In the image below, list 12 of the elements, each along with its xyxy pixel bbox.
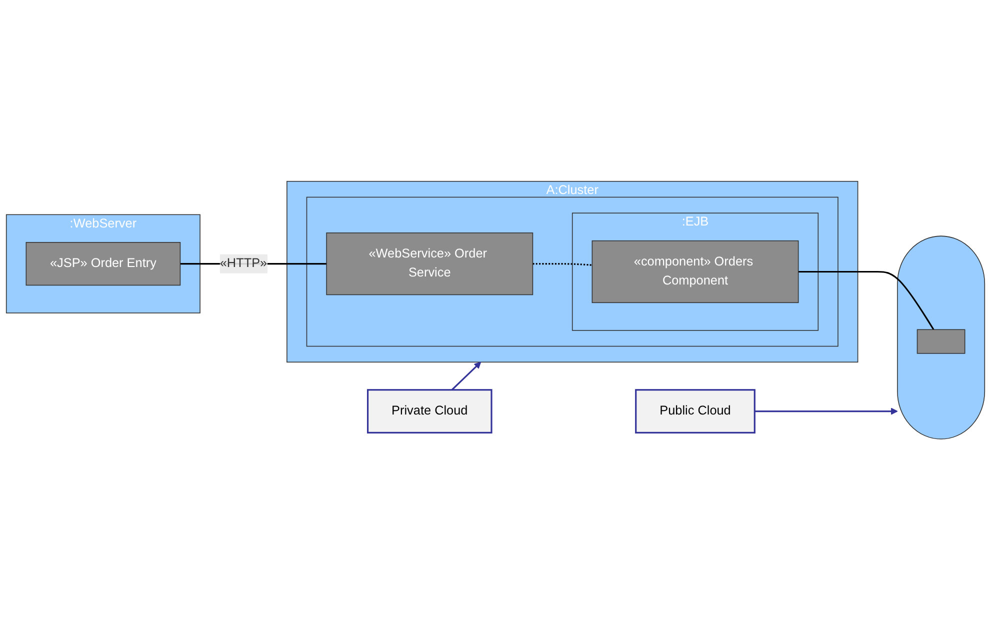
connector bbox=[798, 270, 934, 330]
cluster bbox=[306, 196, 838, 346]
node-box: «component» Orders Component bbox=[592, 240, 799, 303]
edge-label: «HTTP» bbox=[220, 256, 268, 270]
node-box bbox=[916, 329, 966, 354]
connector bbox=[532, 262, 592, 266]
node-box: Private Cloud bbox=[366, 388, 492, 434]
node-box: Public Cloud bbox=[635, 388, 756, 434]
node-box: «WebService» Order Service bbox=[326, 232, 534, 295]
arrow bbox=[451, 362, 482, 390]
node-box: «JSP» Order Entry bbox=[26, 242, 181, 286]
arrow bbox=[754, 408, 898, 415]
